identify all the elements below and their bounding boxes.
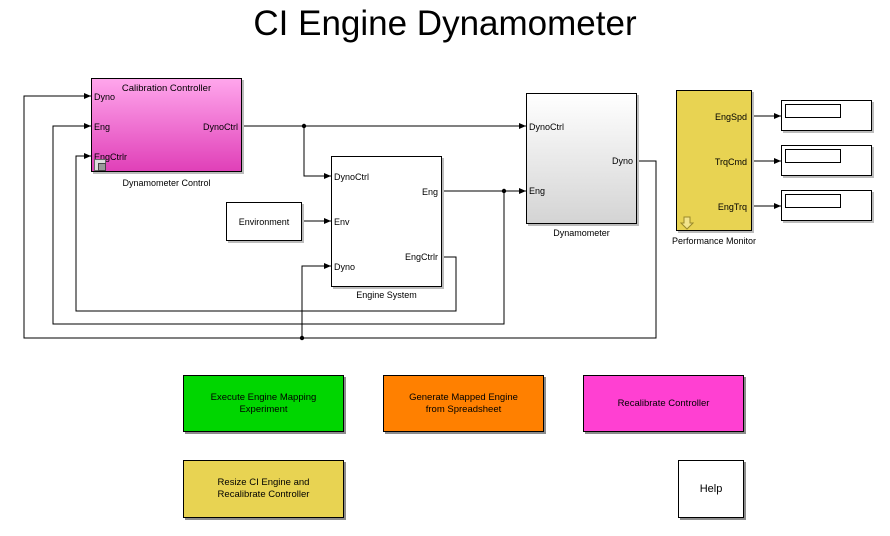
port-eng: Eng <box>94 122 111 132</box>
port-dynoctrl: DynoCtrl <box>529 122 565 132</box>
port-env: Env <box>334 217 350 227</box>
port-engspd: EngSpd <box>714 112 747 122</box>
port-dyno: Dyno <box>611 156 633 166</box>
generate-mapped-engine-button[interactable]: Generate Mapped Engine from Spreadsheet <box>383 375 544 432</box>
wire-dyno-feedback <box>23 93 657 339</box>
branch-point <box>501 188 507 194</box>
resize-engine-button[interactable]: Resize CI Engine and Recalibrate Control… <box>183 460 344 518</box>
page-title: CI Engine Dynamometer <box>253 4 637 43</box>
environment-label: Environment <box>238 217 290 227</box>
wire-engctrlr-feedback <box>75 153 457 312</box>
engine-system-label: Engine System <box>356 290 417 300</box>
wire-dyno-to-engine <box>301 263 331 338</box>
environment-block[interactable]: Environment <box>226 202 302 241</box>
dynamometer-label: Dynamometer <box>553 228 610 238</box>
help-button[interactable]: Help <box>678 460 744 518</box>
port-dynoctrl: DynoCtrl <box>334 172 370 182</box>
engine-system-block[interactable]: DynoCtrl Env Dyno Eng EngCtrlr <box>331 156 442 287</box>
down-arrow-icon <box>679 216 695 235</box>
calibration-controller-label: Dynamometer Control <box>122 178 211 188</box>
port-engtrq: EngTrq <box>717 202 747 212</box>
port-dynoctrl: DynoCtrl <box>202 122 238 132</box>
subsystem-link-icon <box>94 159 106 171</box>
performance-monitor-label: Performance Monitor <box>671 236 757 246</box>
execute-engine-mapping-button[interactable]: Execute Engine Mapping Experiment <box>183 375 344 432</box>
engspd-display <box>781 100 872 131</box>
port-dyno: Dyno <box>334 262 356 272</box>
performance-monitor-block[interactable]: EngSpd TrqCmd EngTrq <box>676 90 752 231</box>
engtrq-display <box>781 190 872 221</box>
port-eng: Eng <box>421 187 438 197</box>
trqcmd-display <box>781 145 872 176</box>
recalibrate-controller-button[interactable]: Recalibrate Controller <box>583 375 744 432</box>
branch-point <box>299 335 305 341</box>
wire-dynoctrl-to-engine <box>303 126 331 179</box>
wire-eng-feedback <box>52 123 505 325</box>
dynamometer-block[interactable]: DynoCtrl Eng Dyno <box>526 93 637 224</box>
port-engctrlr: EngCtrlr <box>404 252 438 262</box>
calibration-controller-block[interactable]: Calibration Controller Dyno Eng EngCtrlr… <box>91 78 242 172</box>
port-engctrlr: EngCtrlr <box>94 152 128 162</box>
calibration-controller-title: Calibration Controller <box>121 83 212 94</box>
port-dyno: Dyno <box>94 92 116 102</box>
branch-point <box>301 123 307 129</box>
port-eng: Eng <box>529 186 546 196</box>
port-trqcmd: TrqCmd <box>714 157 747 167</box>
